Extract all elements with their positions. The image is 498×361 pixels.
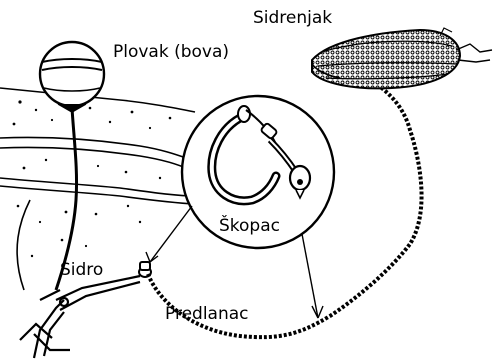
label-skopac: Škopac — [219, 218, 280, 235]
buoy — [40, 42, 104, 112]
label-plovak: Plovak (bova) — [113, 44, 229, 61]
anchor — [20, 276, 140, 358]
rope-coil — [312, 28, 492, 88]
label-sidrenjak: Sidrenjak — [253, 10, 332, 27]
label-predlanac: Predlanac — [165, 306, 249, 323]
label-sidro: Sidro — [60, 262, 103, 279]
